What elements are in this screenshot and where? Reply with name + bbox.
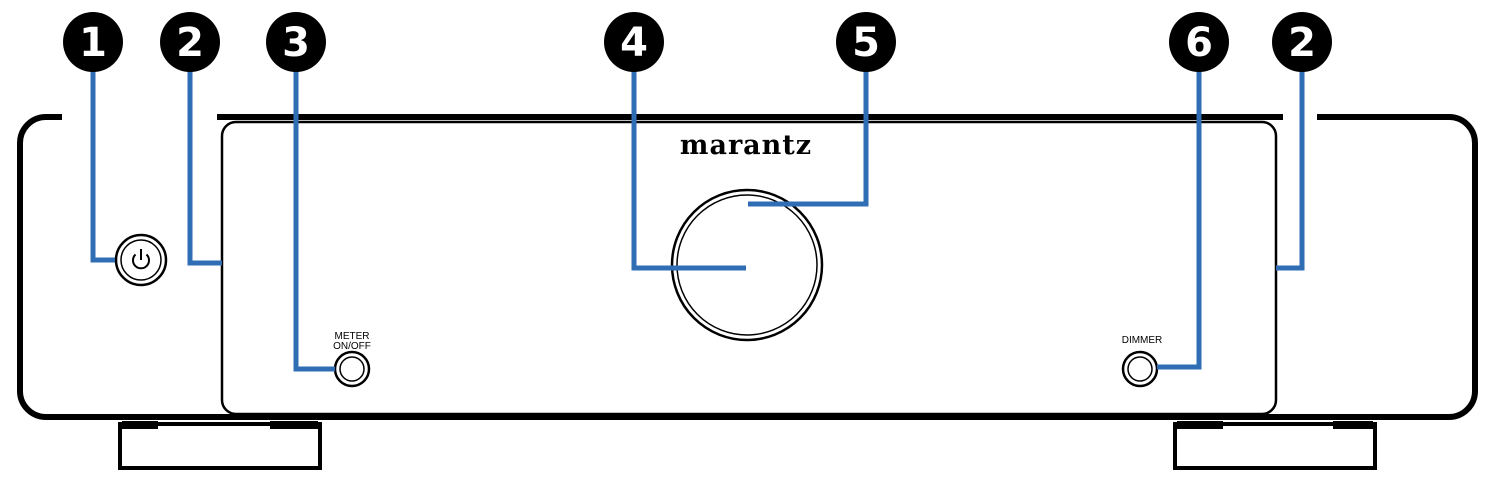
dimmer-label: DIMMER	[1122, 335, 1163, 346]
volume-knob[interactable]	[670, 188, 824, 342]
meter-label-line2: ON/OFF	[333, 341, 371, 352]
meter-label-line1: METER	[335, 331, 370, 342]
leader-line-5	[748, 68, 869, 207]
foot-left	[118, 421, 322, 470]
callout-3-number: 3	[282, 20, 310, 66]
power-icon	[132, 249, 150, 270]
callout-6: 6	[1169, 12, 1229, 72]
leader-line-4	[631, 68, 746, 271]
dimmer-button[interactable]	[1121, 350, 1159, 388]
callout-4-number: 4	[620, 20, 648, 66]
chassis-gap-left	[62, 110, 217, 124]
callout-1: 1	[63, 12, 123, 72]
callout-2-right-number: 2	[1288, 20, 1316, 66]
callout-5-number: 5	[852, 20, 880, 66]
leader-line-1	[90, 68, 115, 263]
leader-line-3	[293, 68, 335, 372]
callout-5: 5	[836, 12, 896, 72]
callout-2-right: 2	[1272, 12, 1332, 72]
callout-4: 4	[604, 12, 664, 72]
power-button[interactable]	[114, 233, 168, 287]
callout-6-number: 6	[1185, 20, 1213, 66]
leader-line-2-left	[187, 68, 222, 266]
callout-2-left-number: 2	[176, 20, 204, 66]
callout-2-left: 2	[160, 12, 220, 72]
brand-logo: marantz	[680, 130, 812, 161]
outer-chassis	[17, 114, 1478, 420]
callout-3: 3	[266, 12, 326, 72]
meter-on-off-button[interactable]	[333, 350, 371, 388]
foot-right	[1173, 421, 1377, 470]
leader-line-6	[1157, 68, 1202, 370]
leader-line-2-right	[1276, 68, 1305, 271]
callout-1-number: 1	[79, 20, 107, 66]
